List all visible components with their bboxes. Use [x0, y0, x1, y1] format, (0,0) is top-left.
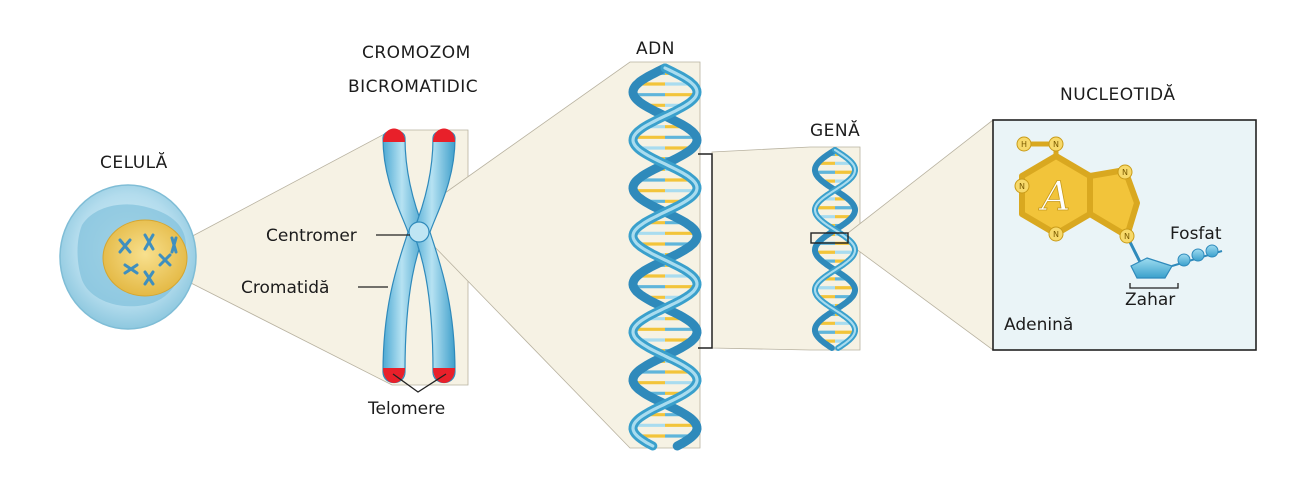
dna-helix — [628, 63, 702, 451]
phosphate-group — [1171, 244, 1223, 267]
label-telomeres: Telomere — [367, 399, 445, 419]
gene-helix — [812, 147, 858, 351]
telomere-top-left — [383, 128, 405, 142]
dna-strand-back — [628, 63, 702, 451]
nitrogen-9-atom — [1119, 228, 1135, 244]
hydrogen-amino-symbol: H — [1021, 140, 1027, 149]
chromatid-left — [382, 129, 426, 384]
nitrogen-amino-symbol: N — [1053, 140, 1059, 149]
zoom-cone-gene-to-nucleotide — [847, 119, 994, 351]
nitrogen-amino-atom — [1048, 136, 1064, 152]
title-chromosome-line2: BICROMATIDIC — [348, 77, 478, 97]
gene-bracket — [698, 153, 713, 349]
gene-strand-back — [812, 147, 858, 351]
cell — [59, 184, 197, 330]
telomere-top-right — [433, 128, 455, 142]
cell-nucleus — [102, 219, 188, 297]
label-chromatid: Cromatidă — [241, 278, 329, 298]
nitrogen-7-symbol: N — [1122, 168, 1128, 177]
hydrogen-amino-atom — [1016, 136, 1032, 152]
label-centromere: Centromer — [266, 226, 357, 246]
nitrogen-7-atom — [1117, 164, 1133, 180]
zoom-cone-dna-to-gene — [711, 146, 861, 351]
nitrogen-3-atom — [1048, 226, 1064, 242]
title-cell: CELULĂ — [100, 151, 168, 173]
label-sugar: Zahar — [1125, 290, 1175, 310]
title-chromosome-line1: CROMOZOM — [362, 43, 471, 63]
adenine-molecule: N H N N N N A — [1014, 136, 1142, 263]
chromosome-icons — [118, 233, 178, 286]
sugar-pentagon — [1130, 257, 1173, 279]
base-letter: A — [1038, 174, 1071, 220]
atom-markers: N H N N N N — [1014, 136, 1135, 244]
label-phosphate: Fosfat — [1170, 224, 1222, 244]
telomere-leader — [392, 373, 447, 393]
title-nucleotide: NUCLEOTIDĂ — [1060, 83, 1175, 105]
title-dna: ADN — [636, 39, 675, 59]
nitrogen-3-symbol: N — [1053, 230, 1059, 239]
label-adenine: Adenină — [1004, 315, 1073, 335]
dna-strand-highlight — [631, 66, 699, 448]
gene-selection-box — [810, 232, 849, 244]
sugar-bracket — [1129, 283, 1179, 289]
chromosome — [382, 128, 456, 384]
nitrogen-9-symbol: N — [1124, 232, 1130, 241]
gene-strand-highlight — [813, 148, 857, 350]
nitrogen-1-atom — [1014, 178, 1030, 194]
title-gene: GENĂ — [810, 119, 860, 141]
nitrogen-1-symbol: N — [1019, 182, 1025, 191]
centromere — [408, 221, 430, 243]
